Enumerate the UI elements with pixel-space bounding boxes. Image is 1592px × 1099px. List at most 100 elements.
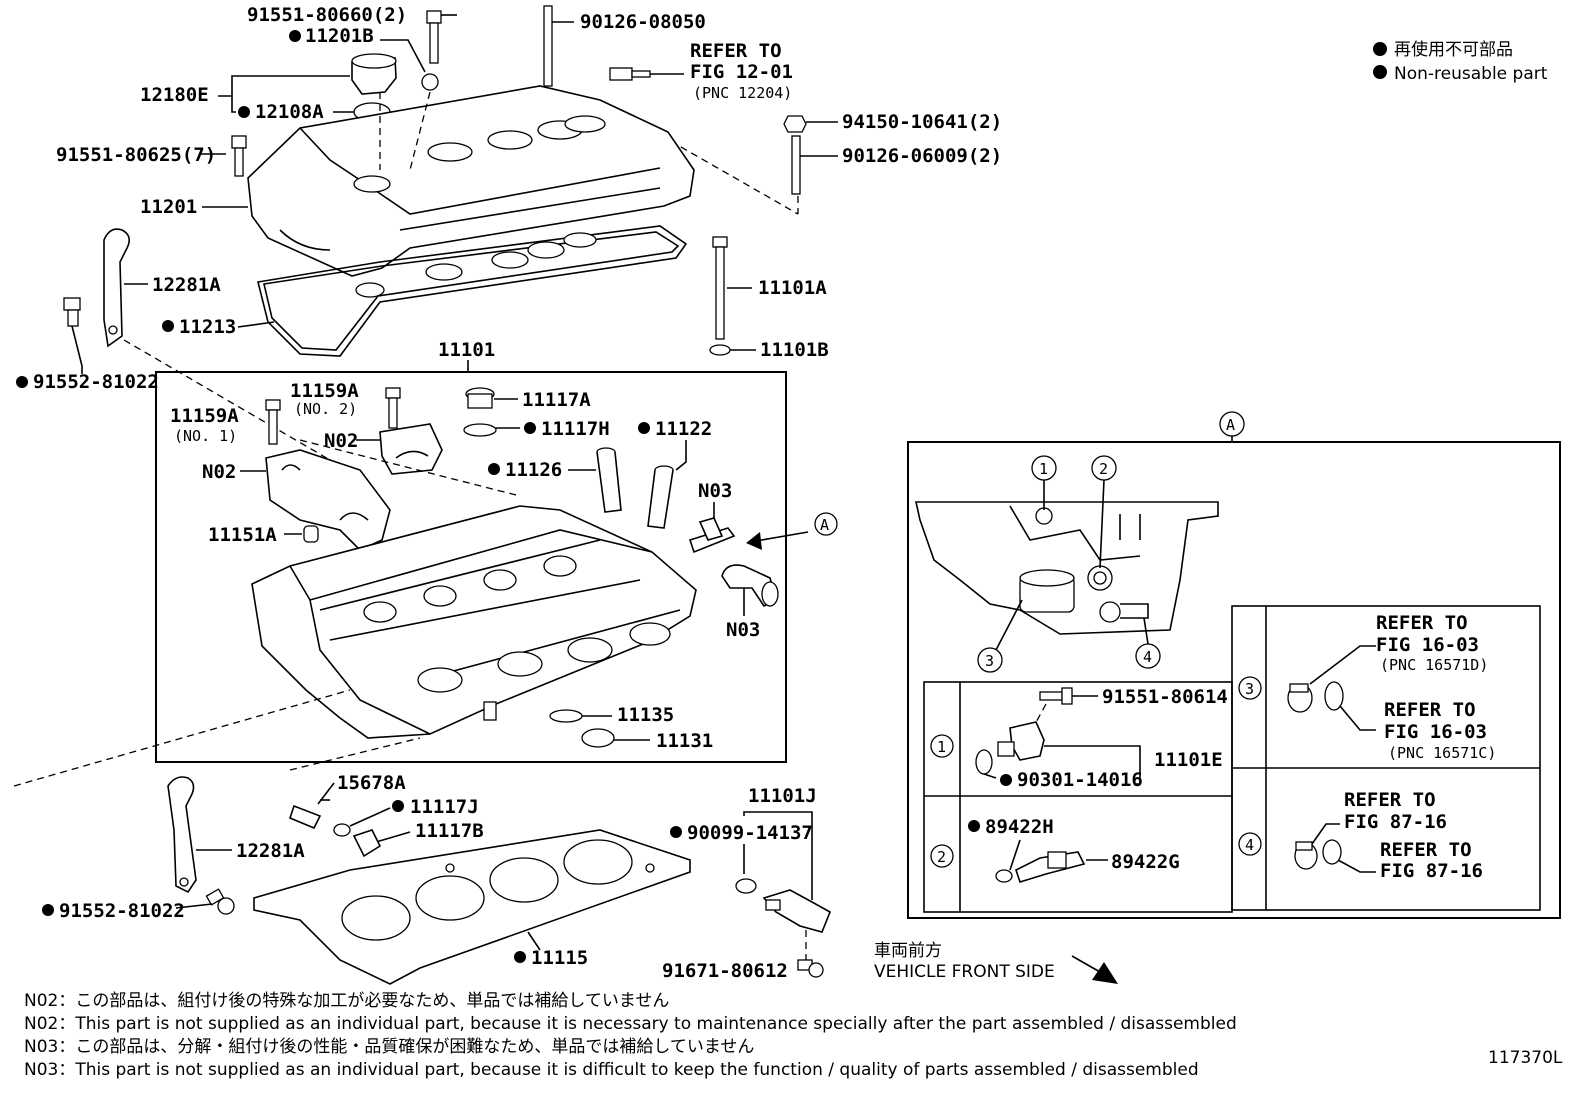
non-reusable-dot-icon <box>514 951 526 963</box>
camshaft-cap-no2-icon <box>379 423 443 475</box>
water-outlet-elbow-icon <box>721 564 779 608</box>
o-ring-90301-icon <box>975 749 993 775</box>
detail-c1-top: 1 <box>1039 460 1048 478</box>
engine-hanger-bottom-icon <box>167 776 197 894</box>
label-11201B: 11201B <box>305 25 374 47</box>
refer-8716-b2: FIG 87-16 <box>1380 860 1483 882</box>
callout-a-circle <box>814 512 838 536</box>
label-11126: 11126 <box>505 459 562 481</box>
dowel-11151A-icon <box>303 525 319 543</box>
washer-icon <box>421 73 439 91</box>
detail-c2-top: 2 <box>1099 460 1108 478</box>
hose-clamp-16571-icon <box>1287 681 1344 713</box>
label-11117J: 11117J <box>410 796 479 818</box>
sensor-11101J-icon <box>762 889 832 933</box>
callout-a-label: A <box>820 516 829 534</box>
plug-11131-icon <box>581 728 615 748</box>
front-jp: 車両前方 <box>874 941 942 961</box>
detail-a-box <box>907 441 1561 919</box>
label-11131: 11131 <box>656 730 713 752</box>
label-11101: 11101 <box>438 339 495 361</box>
arrow-to-a-icon <box>746 532 762 550</box>
sensor-11101E-icon <box>997 721 1045 761</box>
bolt-11159A-no1-icon <box>265 399 281 445</box>
label-n02-a: N02 <box>324 430 358 452</box>
label-n03-a: N03 <box>698 480 732 502</box>
panel-c4: 4 <box>1245 836 1254 854</box>
front-en: VEHICLE FRONT SIDE <box>874 962 1055 982</box>
non-reusable-dot-icon <box>392 800 404 812</box>
label-11101J: 11101J <box>748 785 817 807</box>
stud-90126-06009-icon <box>791 135 801 195</box>
detail-panel-left <box>923 681 1233 913</box>
note-n03-en: N03：This part is not supplied as an indi… <box>24 1060 1199 1080</box>
panel-c1: 1 <box>937 738 946 756</box>
cylinder-head-cover-icon <box>247 85 695 277</box>
union-15678A-icon <box>289 804 322 830</box>
washer-11101B-icon <box>709 344 731 356</box>
note-n03-jp: N03：この部品は、分解・組付け後の性能・品質確保が困難なため、単品では補給して… <box>24 1037 754 1057</box>
label-n03-b: N03 <box>726 619 760 641</box>
label-94150-10641: 94150-10641(2) <box>842 111 1002 133</box>
gasket-11117H-icon <box>463 423 497 437</box>
gasket-11117J-icon <box>333 823 351 837</box>
refer-8716-b1: REFER TO <box>1380 839 1472 861</box>
label-11101B: 11101B <box>760 339 829 361</box>
non-reusable-dot-icon <box>16 376 28 388</box>
non-reusable-dot-icon <box>638 422 650 434</box>
label-11101E: 11101E <box>1154 749 1223 771</box>
legend-en: Non-reusable part <box>1394 64 1548 84</box>
label-15678A: 15678A <box>337 772 406 794</box>
sensor-89422G-icon <box>1015 851 1086 883</box>
non-reusable-dot-icon <box>238 106 250 118</box>
non-reusable-dot-icon <box>968 820 980 832</box>
label-90099-14137: 90099-14137 <box>687 822 813 844</box>
non-reusable-dot-icon <box>1373 42 1387 56</box>
detail-c3-top: 3 <box>985 652 994 670</box>
valve-guide-11126-icon <box>596 447 622 513</box>
label-90126-06009: 90126-06009(2) <box>842 145 1002 167</box>
camshaft-cap-no1-icon <box>265 449 391 551</box>
oil-filler-cap-icon <box>351 53 397 95</box>
label-n02-b: N02 <box>202 461 236 483</box>
refer-1201-line3: (PNC 12204) <box>693 84 792 102</box>
refer-1603-a1: REFER TO <box>1376 612 1468 634</box>
gasket-89422H-icon <box>995 869 1013 883</box>
non-reusable-dot-icon <box>42 904 54 916</box>
refer-1603-a2: FIG 16-03 <box>1376 634 1479 656</box>
detail-engine-sketch-icon <box>915 501 1219 635</box>
label-11117B: 11117B <box>415 820 484 842</box>
panel-callout-4 <box>1238 832 1262 856</box>
label-11115: 11115 <box>531 947 588 969</box>
gasket-11135-icon <box>549 709 583 723</box>
non-reusable-dot-icon <box>289 30 301 42</box>
refer-8716-a2: FIG 87-16 <box>1344 811 1447 833</box>
label-no1: (NO. 1) <box>174 427 237 445</box>
non-reusable-dot-icon <box>1000 774 1012 786</box>
bolt-91551-80614-icon <box>1039 687 1073 705</box>
non-reusable-dot-icon <box>1373 65 1387 79</box>
detail-c4-top: 4 <box>1143 648 1152 666</box>
non-reusable-dot-icon <box>162 320 174 332</box>
refer-8716-a1: REFER TO <box>1344 789 1436 811</box>
label-90126-08050: 90126-08050 <box>580 11 706 33</box>
legend-jp: 再使用不可部品 <box>1394 39 1513 60</box>
plug-11117A-icon <box>465 387 495 409</box>
engine-hanger-icon <box>103 228 130 348</box>
pcv-valve-icon <box>609 67 651 81</box>
nut-94150-icon <box>783 115 807 133</box>
cylinder-head-box <box>155 371 787 763</box>
plug-11117B-icon <box>352 829 382 858</box>
refer-1603-a3: (PNC 16571D) <box>1380 656 1488 674</box>
detail-a-title: A <box>1226 416 1235 434</box>
label-11151A: 11151A <box>208 524 277 546</box>
head-cover-gasket-icon <box>257 225 688 357</box>
refer-1201-line2: FIG 12-01 <box>690 61 793 83</box>
bolt-91551-80660-icon <box>426 10 442 64</box>
label-91551-80660: 91551-80660(2) <box>247 4 407 26</box>
label-90301-14016: 90301-14016 <box>1017 769 1143 791</box>
hose-clamp-8716-icon <box>1294 839 1342 870</box>
label-11117H: 11117H <box>541 418 610 440</box>
bolt-11159A-no2-icon <box>385 387 401 429</box>
